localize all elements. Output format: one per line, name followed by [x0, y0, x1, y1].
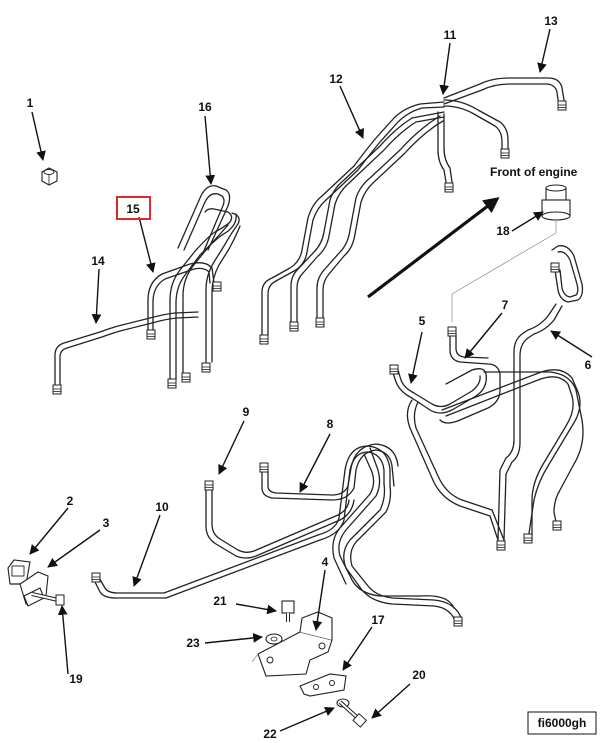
callout-16: 16: [198, 100, 212, 114]
front-of-engine-label: Front of engine: [490, 165, 578, 179]
fuel-pipe-11: [437, 99, 510, 193]
fuel-pipe-13: [443, 77, 567, 111]
callout-22: 22: [263, 727, 277, 741]
fuel-pipe-5: [389, 364, 487, 414]
bracket-part-4: [251, 611, 333, 677]
figure-ref: fi6000gh: [538, 716, 587, 730]
figure-ref-box: [527, 711, 597, 735]
callout-12: 12: [329, 72, 343, 86]
washer-part-23: [265, 633, 283, 645]
callout-10: 10: [155, 500, 169, 514]
fitting-part-18: [451, 184, 571, 322]
callout-13: 13: [544, 14, 558, 28]
front-of-engine-arrow: [367, 197, 500, 299]
callout-17: 17: [371, 613, 385, 627]
fuel-pipe-15: [146, 262, 222, 340]
bolt-part-20: [338, 700, 368, 728]
callout-1: 1: [27, 96, 34, 110]
fuel-pipe-6: [406, 245, 584, 551]
callout-14: 14: [91, 254, 105, 268]
fuel-pipe-16: [167, 185, 241, 389]
callout-5: 5: [419, 314, 426, 328]
fuel-pipe-14: [52, 311, 199, 395]
callout-18: 18: [496, 224, 510, 238]
callout-4: 4: [322, 555, 329, 569]
callout-21: 21: [213, 594, 227, 608]
callout-2: 2: [67, 494, 74, 508]
nut-part-1: [41, 167, 58, 186]
callout-19: 19: [69, 672, 83, 686]
callout-15: 15: [126, 202, 140, 216]
callout-9: 9: [243, 405, 250, 419]
callout-11: 11: [444, 28, 457, 42]
bolt-part-19: [31, 592, 65, 606]
callout-6: 6: [585, 358, 592, 372]
leader-lines: [29, 28, 593, 732]
fuel-pipe-10: [91, 445, 463, 627]
callout-15-highlight-box: [116, 196, 151, 220]
fuel-pipe-7: [439, 326, 501, 424]
callout-7: 7: [502, 298, 509, 312]
bolt-part-21: [281, 600, 295, 622]
fuel-pipe-12: [259, 101, 445, 345]
callout-20: 20: [412, 668, 426, 682]
callout-3: 3: [103, 516, 110, 530]
bracket-part-17: [299, 673, 347, 697]
callout-8: 8: [327, 417, 334, 431]
callout-23: 23: [186, 636, 200, 650]
